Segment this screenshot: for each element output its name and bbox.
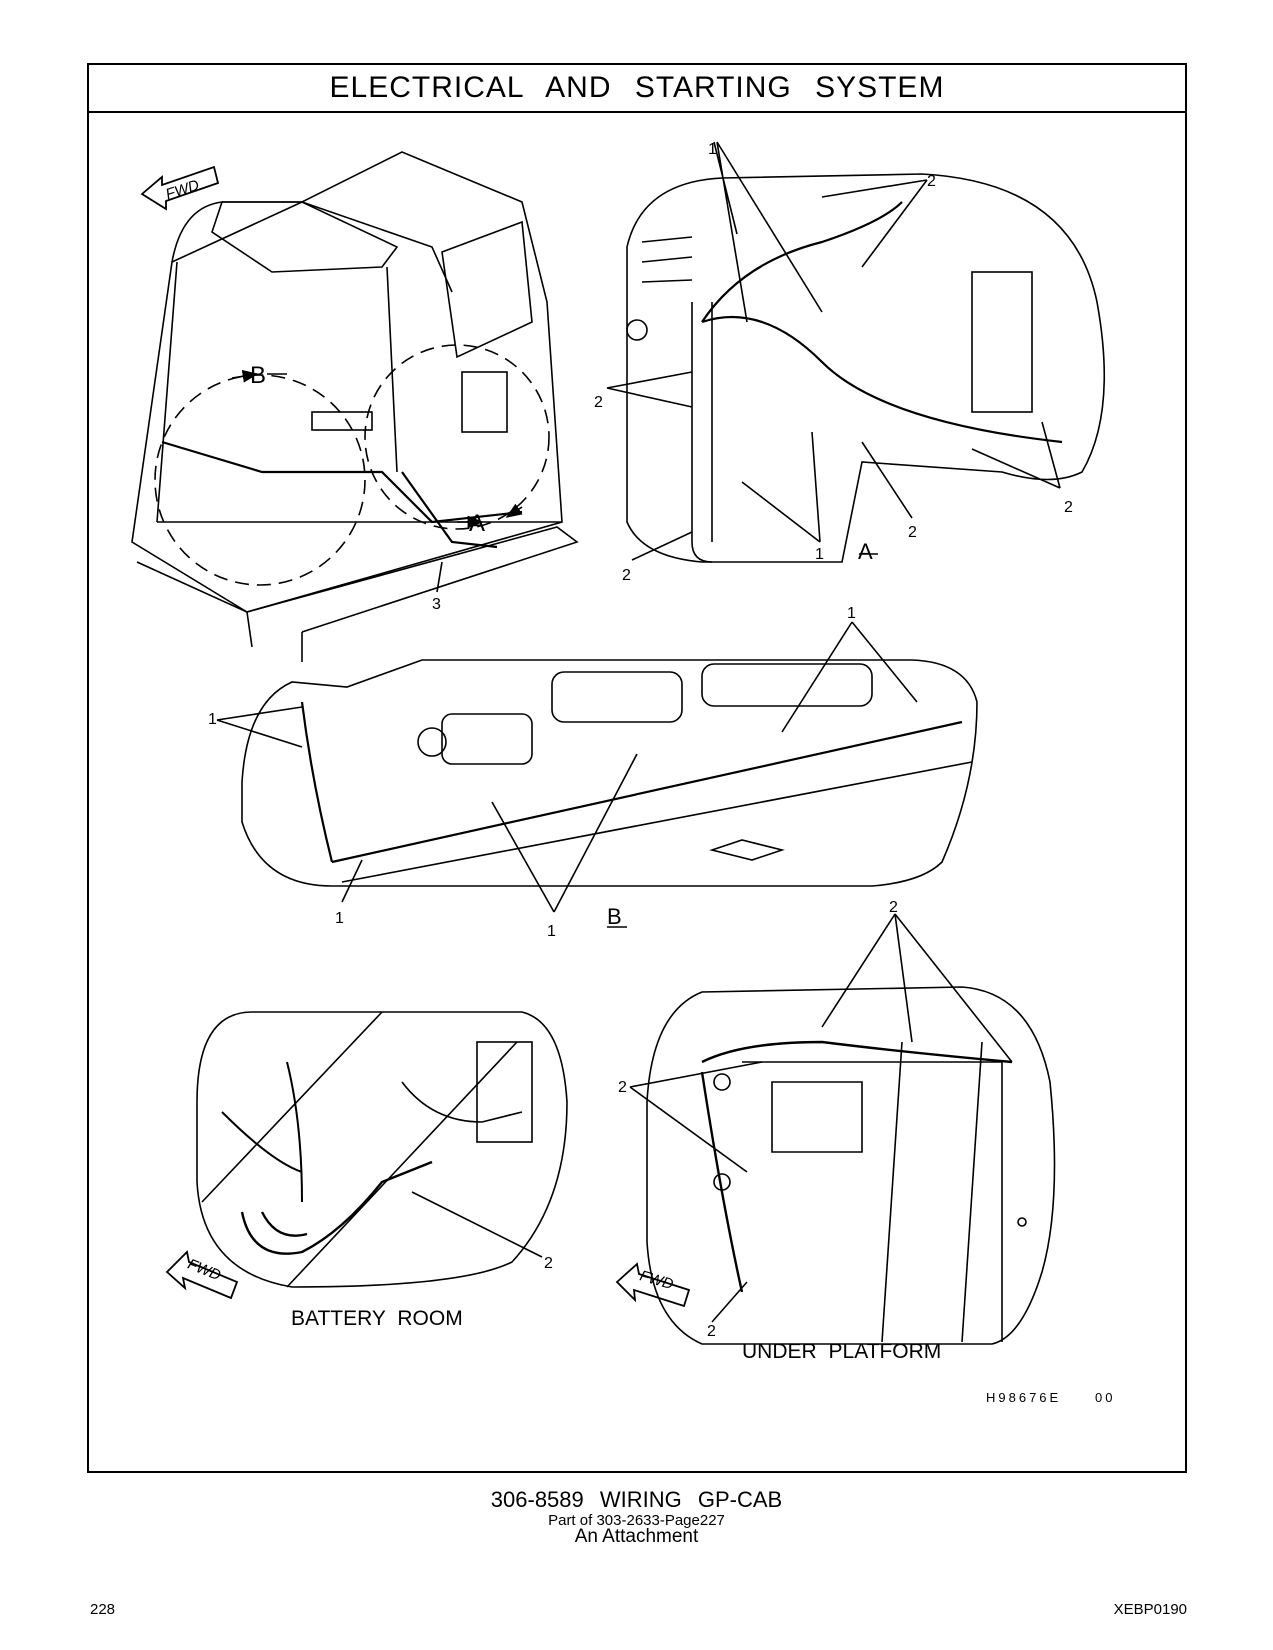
- item-number: 2: [707, 1323, 716, 1340]
- fwd-label-platform: FWD: [638, 1267, 676, 1293]
- fwd-label-battery: FWD: [185, 1256, 223, 1285]
- battery-room-view: [196, 1011, 568, 1288]
- callout-a: A: [469, 510, 485, 537]
- view-label-b: B: [607, 904, 622, 929]
- fwd-arrow-platform: [615, 1262, 691, 1308]
- battery-room-label: BATTERY ROOM: [291, 1307, 463, 1330]
- page-title: ELECTRICAL AND STARTING SYSTEM: [89, 65, 1185, 113]
- callout-b: B: [250, 362, 266, 389]
- illustration-id: H98676E: [986, 1390, 1061, 1405]
- fwd-label-top: FWD: [164, 177, 202, 204]
- under-platform-label: UNDER PLATFORM: [742, 1340, 941, 1363]
- document-number: XEBP0190: [1113, 1601, 1187, 1618]
- detail-a-view: [606, 141, 1106, 563]
- item-number: 1: [547, 923, 556, 940]
- part-title: 306-8589 WIRING GP-CAB: [490, 1487, 783, 1512]
- revision: 00: [1095, 1390, 1115, 1405]
- item-number: 2: [544, 1255, 553, 1272]
- item-number: 2: [927, 173, 936, 190]
- item-number: 2: [1064, 499, 1073, 516]
- item-number: 2: [908, 524, 917, 541]
- item-number: 1: [208, 711, 217, 728]
- page-number: 228: [90, 1601, 116, 1618]
- item-number: 2: [622, 567, 631, 584]
- cab-overview: [131, 151, 579, 662]
- item-number: 2: [889, 899, 898, 916]
- item-number: 1: [335, 910, 344, 927]
- detail-b-view: [216, 621, 978, 928]
- item-number: 2: [618, 1079, 627, 1096]
- wiring-illustration: FWD B A 3 1 2 2 2 2 1 2 A 1 1 1 1 B 2 FW…: [131, 141, 1115, 1405]
- item-number: 1: [815, 546, 824, 563]
- fwd-arrow-top: [140, 165, 220, 211]
- part-of: Part of 303-2633-Page227: [548, 1512, 725, 1529]
- diagram-frame: ELECTRICAL AND STARTING SYSTEM: [87, 63, 1187, 1473]
- attachment-note: An Attachment: [574, 1526, 699, 1547]
- item-number: 2: [594, 394, 603, 411]
- view-label-a: A: [858, 539, 873, 564]
- fwd-arrow-battery: [165, 1250, 239, 1300]
- under-platform-view: [629, 913, 1056, 1345]
- item-number: 1: [847, 605, 856, 622]
- item-number: 1: [708, 141, 717, 158]
- item-number: 3: [432, 596, 441, 613]
